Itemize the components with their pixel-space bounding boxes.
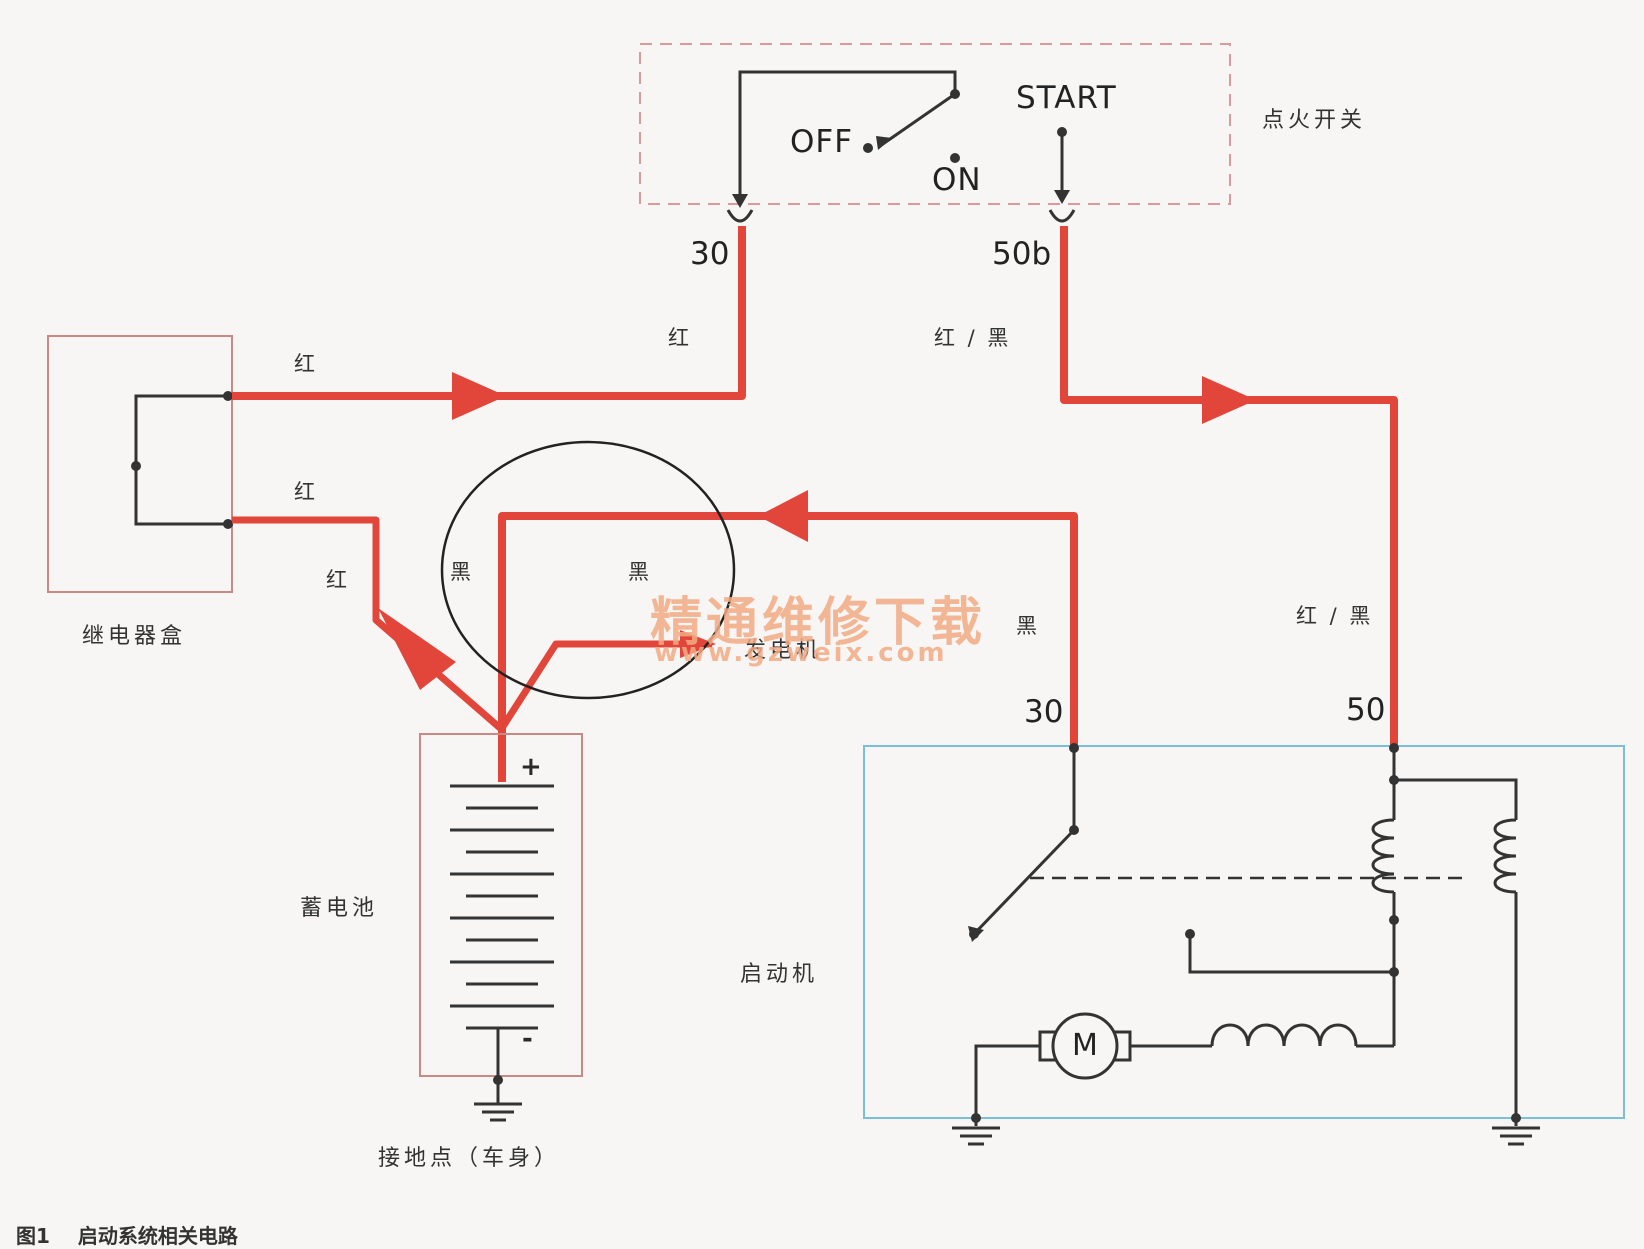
hold-ground-node — [1511, 1113, 1521, 1123]
arrow-relay-to-switch — [452, 372, 506, 420]
wire-color-switch30-drop: 红 — [668, 326, 692, 350]
ignition-switch-label: 点火开关 — [1262, 108, 1367, 133]
wire-color-relay-to-battery: 红 — [326, 568, 350, 592]
wire-color-relay-lower: 红 — [294, 480, 318, 504]
figure-caption: 图1 启动系统相关电路 — [16, 1220, 238, 1249]
ground-symbol-battery — [474, 1102, 522, 1122]
wire-color-starter50-feed: 红 / 黑 — [1296, 604, 1374, 628]
motor-ground-lead — [974, 1044, 1040, 1126]
battery-ground-node — [493, 1075, 503, 1085]
ground-point-label: 接地点（车身） — [378, 1146, 561, 1171]
terminal-30-cup — [726, 209, 754, 223]
field-coil — [1210, 1023, 1358, 1047]
start-arrowhead — [1054, 190, 1070, 204]
off-contact-dot — [863, 143, 873, 153]
motor-m-label: M — [1072, 1028, 1098, 1063]
battery-label: 蓄电池 — [300, 896, 379, 921]
arrow-switch-to-starter — [1202, 376, 1256, 424]
relay-internal-link — [134, 394, 228, 526]
wire-relay-to-switch-30 — [232, 226, 746, 400]
terminal-50b-cup — [1048, 209, 1076, 223]
motor-ground-node — [971, 1113, 981, 1123]
wire-battery-to-alternator — [499, 640, 712, 730]
arrow-battery-to-relay — [378, 608, 456, 690]
relay-terminal-lower — [223, 519, 233, 529]
starter-terminal-30: 30 — [1024, 694, 1064, 730]
switch-arm-arrowhead — [876, 136, 892, 150]
switch-start-label: START — [1016, 80, 1117, 116]
switch-contact-arm — [879, 92, 956, 148]
switch-30-arrowhead — [732, 194, 748, 208]
wire-color-relay-to-switch: 红 — [294, 352, 318, 376]
main-contact-blade — [972, 828, 1076, 936]
main-contact-moving — [969, 929, 979, 939]
pull-in-node-a — [1389, 915, 1399, 925]
arrow-to-alternator — [680, 630, 716, 658]
switch-pivot-dot — [950, 89, 960, 99]
hold-in-coil — [1493, 818, 1517, 894]
aux-contact-wire — [1188, 934, 1394, 974]
switch-30-arm — [738, 70, 957, 200]
switch-terminal-50b: 50b — [992, 236, 1052, 272]
motor-symbol — [1051, 1012, 1119, 1080]
starter-box — [863, 745, 1625, 1119]
arrow-starter-to-battery — [758, 490, 808, 542]
wire-color-black-left: 黑 — [450, 560, 474, 584]
pull-in-coil — [1371, 818, 1395, 894]
switch-off-label: OFF — [790, 124, 854, 160]
alternator-label: 发电机 — [744, 638, 823, 663]
switch-terminal-30: 30 — [690, 236, 730, 272]
relay-box — [47, 335, 233, 593]
figure-title: 启动系统相关电路 — [77, 1224, 238, 1248]
switch-on-label: ON — [932, 162, 982, 198]
relay-terminal-upper — [223, 391, 233, 401]
relay-node-left — [131, 461, 141, 471]
ground-symbol-solenoid — [1492, 1126, 1540, 1146]
watermark-title: 精通维修下载 — [650, 592, 987, 653]
wire-switch-50b-to-starter-50 — [1060, 226, 1398, 746]
wire-color-switch50b-drop: 红 / 黑 — [934, 326, 1012, 350]
aux-contact-dot — [1185, 929, 1195, 939]
battery-plus-sign: + — [520, 752, 542, 782]
figure-number: 图1 — [16, 1224, 50, 1248]
ignition-switch-box — [639, 43, 1231, 205]
battery-minus-sign: - — [522, 1024, 533, 1054]
relay-box-label: 继电器盒 — [82, 624, 187, 649]
watermark-url: www.gzweix.com — [654, 638, 948, 668]
battery-plates — [450, 784, 554, 1030]
highlight-circle — [440, 440, 736, 700]
wire-color-black-mid: 黑 — [628, 560, 652, 584]
starter-label: 启动机 — [740, 962, 819, 987]
ground-symbol-motor — [952, 1126, 1000, 1146]
solenoid-feed — [1392, 748, 1518, 820]
starter-terminal-50: 50 — [1346, 692, 1386, 728]
wire-color-black-right: 黑 — [1016, 614, 1040, 638]
wire-relay-to-battery — [232, 516, 503, 731]
on-contact-dot — [950, 153, 960, 163]
